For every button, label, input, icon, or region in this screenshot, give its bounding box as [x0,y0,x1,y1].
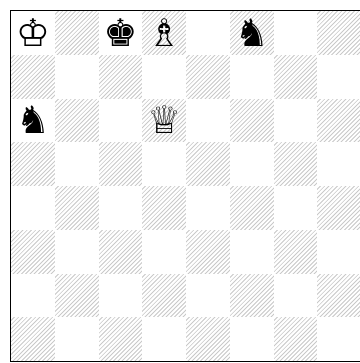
square-f5[interactable] [230,142,274,186]
square-g4[interactable] [274,186,318,230]
square-a2[interactable] [11,274,55,318]
square-g2[interactable] [274,274,318,318]
black-king-icon[interactable]: ♚ [99,11,143,55]
square-e8[interactable] [186,11,230,55]
square-h7[interactable] [317,55,360,99]
white-king-icon[interactable]: ♔ [11,11,55,55]
square-a6[interactable]: ♞ [11,99,55,143]
square-a8[interactable]: ♔ [11,11,55,55]
square-c1[interactable] [99,317,143,361]
square-e3[interactable] [186,230,230,274]
square-a1[interactable] [11,317,55,361]
square-h4[interactable] [317,186,360,230]
square-d6[interactable]: ♕ [142,99,186,143]
square-c5[interactable] [99,142,143,186]
chessboard: ♔ ♚♗ ♞ ♞ ♕ [10,10,360,362]
square-f4[interactable] [230,186,274,230]
square-f7[interactable] [230,55,274,99]
square-c6[interactable] [99,99,143,143]
square-b6[interactable] [55,99,99,143]
square-d5[interactable] [142,142,186,186]
square-b4[interactable] [55,186,99,230]
square-e6[interactable] [186,99,230,143]
square-c4[interactable] [99,186,143,230]
square-d2[interactable] [142,274,186,318]
white-bishop-icon[interactable]: ♗ [142,11,186,55]
square-f3[interactable] [230,230,274,274]
square-f8[interactable]: ♞ [230,11,274,55]
square-c7[interactable] [99,55,143,99]
black-knight-icon[interactable]: ♞ [230,11,274,55]
square-a4[interactable] [11,186,55,230]
square-a7[interactable] [11,55,55,99]
square-b8[interactable] [55,11,99,55]
square-g8[interactable] [274,11,318,55]
square-a3[interactable] [11,230,55,274]
square-e5[interactable] [186,142,230,186]
square-h8[interactable] [317,11,360,55]
black-knight-icon[interactable]: ♞ [11,99,55,143]
square-d8[interactable]: ♗ [142,11,186,55]
square-h2[interactable] [317,274,360,318]
square-f1[interactable] [230,317,274,361]
square-e2[interactable] [186,274,230,318]
white-queen-icon[interactable]: ♕ [142,99,186,143]
square-b1[interactable] [55,317,99,361]
square-h1[interactable] [317,317,360,361]
square-d4[interactable] [142,186,186,230]
square-h5[interactable] [317,142,360,186]
square-f2[interactable] [230,274,274,318]
square-c8[interactable]: ♚ [99,11,143,55]
square-f6[interactable] [230,99,274,143]
square-e4[interactable] [186,186,230,230]
square-d7[interactable] [142,55,186,99]
square-g1[interactable] [274,317,318,361]
square-c2[interactable] [99,274,143,318]
square-b2[interactable] [55,274,99,318]
square-g7[interactable] [274,55,318,99]
square-b3[interactable] [55,230,99,274]
square-g3[interactable] [274,230,318,274]
square-d3[interactable] [142,230,186,274]
square-e1[interactable] [186,317,230,361]
square-a5[interactable] [11,142,55,186]
square-b7[interactable] [55,55,99,99]
square-e7[interactable] [186,55,230,99]
square-g6[interactable] [274,99,318,143]
square-d1[interactable] [142,317,186,361]
square-c3[interactable] [99,230,143,274]
square-h6[interactable] [317,99,360,143]
square-g5[interactable] [274,142,318,186]
square-b5[interactable] [55,142,99,186]
square-h3[interactable] [317,230,360,274]
